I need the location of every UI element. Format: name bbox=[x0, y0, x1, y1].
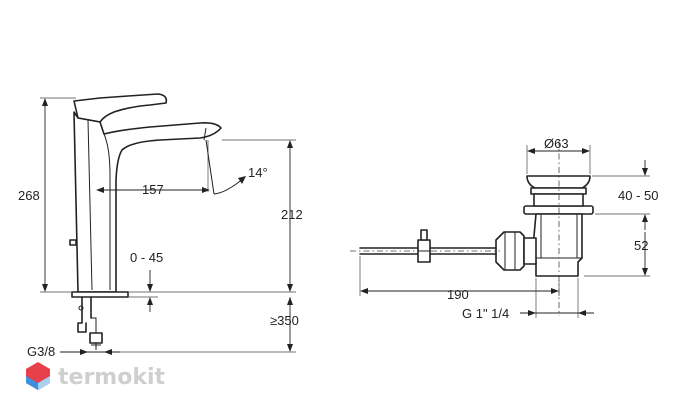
label-drain-head-height: 40 - 50 bbox=[618, 188, 658, 203]
faucet-dimensions bbox=[40, 97, 296, 355]
watermark-brand: termokit bbox=[58, 365, 165, 390]
drain-dimensions bbox=[359, 145, 650, 318]
label-deck-thickness: 0 - 45 bbox=[130, 250, 163, 265]
label-spout-reach: 157 bbox=[142, 182, 164, 197]
label-height-total: 268 bbox=[18, 188, 40, 203]
label-spout-height: 212 bbox=[281, 207, 303, 222]
dimension-labels: 268 157 14° 212 0 - 45 ≥350 G3/8 Ø63 40 … bbox=[18, 136, 658, 359]
faucet-drawing bbox=[69, 93, 222, 350]
label-drain-thread: G 1" 1/4 bbox=[462, 306, 509, 321]
drain-drawing bbox=[350, 140, 594, 316]
label-connection-thread: G3/8 bbox=[27, 344, 55, 359]
label-hose-length: ≥350 bbox=[270, 313, 299, 328]
label-drain-diameter: Ø63 bbox=[544, 136, 569, 151]
label-drain-body-height: 52 bbox=[634, 238, 648, 253]
label-pull-rod-length: 190 bbox=[447, 287, 469, 302]
label-spout-angle: 14° bbox=[248, 165, 268, 180]
watermark-logo: termokit bbox=[26, 362, 165, 390]
